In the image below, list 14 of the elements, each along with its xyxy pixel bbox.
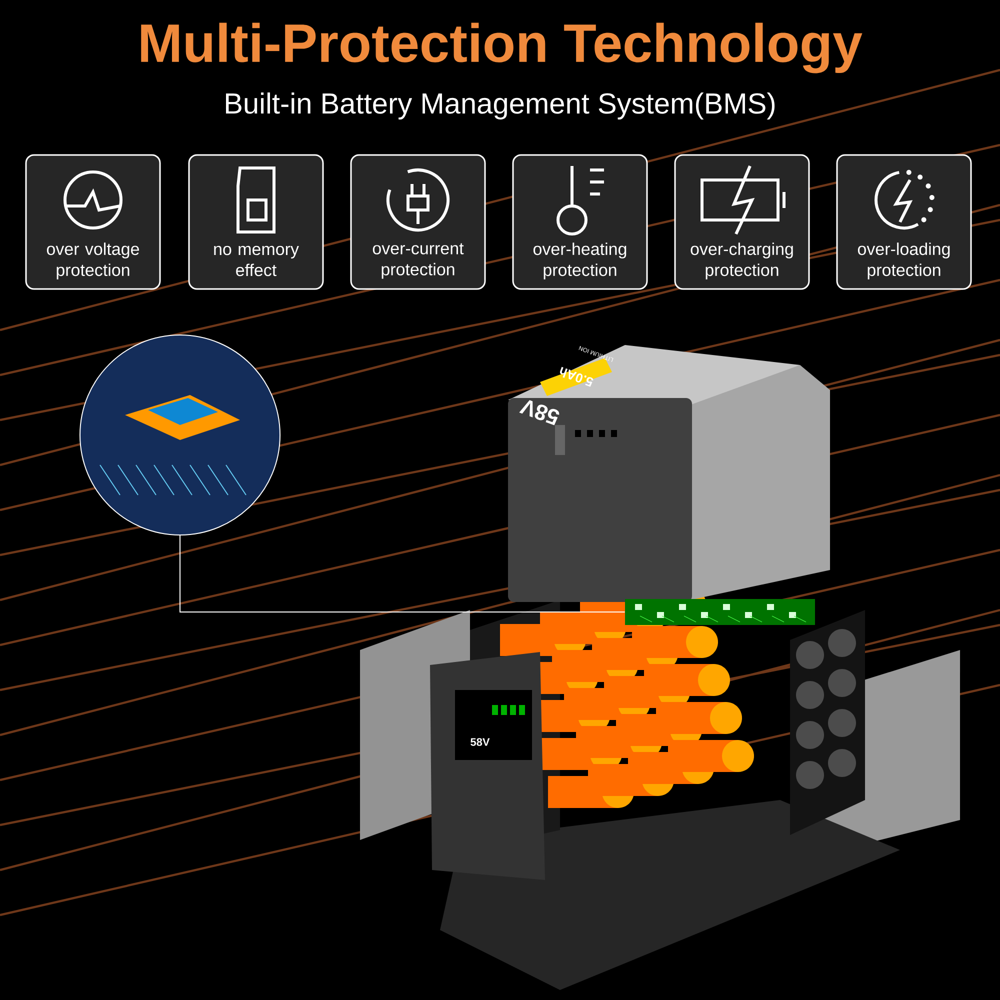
voltage-label: 58V (519, 400, 560, 426)
capacity-label: 5.0Ah (560, 366, 594, 387)
display-label: 58V (470, 738, 490, 746)
feature-card: over voltage protection (25, 154, 161, 290)
feature-card: over-heating protection (512, 154, 648, 290)
feature-card: no memory effect (188, 154, 324, 290)
chip-inset-picture (80, 334, 280, 536)
subtitle: Built-in Battery Management System(BMS) (226, 92, 775, 120)
feature-card: over-loading protection (836, 154, 972, 290)
circuit-board (625, 599, 816, 625)
title: Multi-Protection Technology (141, 22, 862, 74)
feature-card: over-current protection (350, 154, 486, 290)
leader-line (180, 535, 626, 612)
feature-card: over-charging protection (674, 154, 810, 290)
